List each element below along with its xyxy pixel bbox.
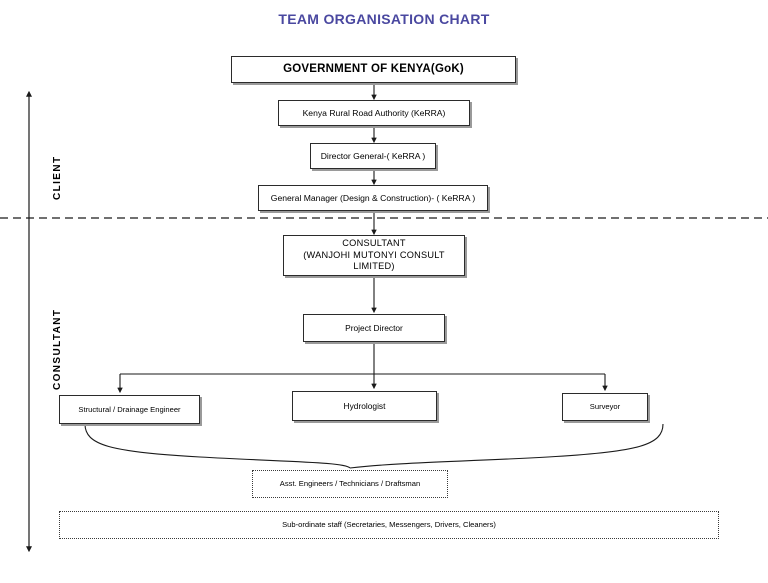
node-label: Project Director (345, 322, 403, 333)
node-consultant[interactable]: CONSULTANT (WANJOHI MUTONYI CONSULT LIMI… (283, 235, 465, 276)
node-label: GOVERNMENT OF KENYA(GoK) (283, 63, 464, 76)
node-label: Sub-ordinate staff (Secretaries, Messeng… (282, 520, 496, 530)
node-label: CONSULTANT (WANJOHI MUTONYI CONSULT LIMI… (303, 238, 445, 272)
node-surveyor[interactable]: Surveyor (562, 393, 648, 421)
node-label: Director General-( KeRRA ) (320, 150, 426, 161)
node-director-general[interactable]: Director General-( KeRRA ) (310, 143, 436, 169)
node-assistant-engineers[interactable]: Asst. Engineers / Technicians / Draftsma… (252, 470, 448, 498)
node-label: Surveyor (589, 402, 621, 412)
node-government-of-kenya[interactable]: GOVERNMENT OF KENYA(GoK) (231, 56, 516, 83)
node-label: Structural / Drainage Engineer (78, 404, 181, 414)
node-kerra[interactable]: Kenya Rural Road Authority (KeRRA) (278, 100, 470, 126)
node-subordinate-staff[interactable]: Sub-ordinate staff (Secretaries, Messeng… (59, 511, 719, 539)
node-label: General Manager (Design & Construction)-… (270, 192, 476, 203)
brace-roles-assistants (84, 423, 664, 469)
node-hydrologist[interactable]: Hydrologist (292, 391, 437, 421)
node-structural-drainage-engineer[interactable]: Structural / Drainage Engineer (59, 395, 200, 424)
page-title: TEAM ORGANISATION CHART (278, 11, 490, 27)
node-label: Asst. Engineers / Technicians / Draftsma… (279, 479, 421, 489)
node-label: Hydrologist (343, 400, 386, 411)
section-label-client: CLIENT (52, 155, 63, 200)
section-label-consultant: CONSULTANT (52, 308, 63, 390)
node-label: Kenya Rural Road Authority (KeRRA) (302, 107, 446, 118)
node-general-manager[interactable]: General Manager (Design & Construction)-… (258, 185, 488, 211)
node-project-director[interactable]: Project Director (303, 314, 445, 342)
